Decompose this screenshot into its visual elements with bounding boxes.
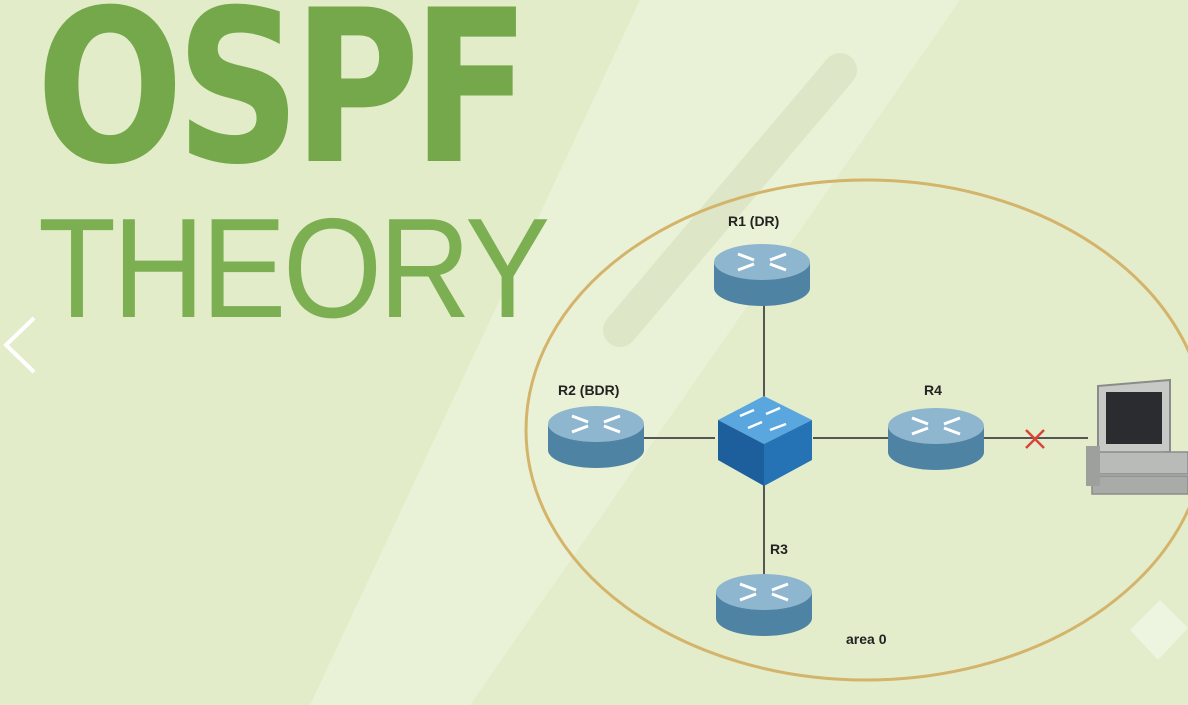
title-ospf: OSPF [36,0,531,211]
switch-icon[interactable] [718,396,812,486]
area-label: area 0 [846,631,887,647]
router-r1[interactable] [712,242,812,308]
computer-icon[interactable] [1086,378,1188,495]
router-r3-label: R3 [770,541,788,557]
router-r2-label: R2 (BDR) [558,382,619,398]
links [644,300,1088,580]
router-r2[interactable] [546,404,646,470]
chevron-left-icon [3,316,36,374]
title-theory: THEORY [38,189,550,348]
router-r4-label: R4 [924,382,942,398]
router-r3[interactable] [714,572,814,638]
router-r4[interactable] [886,406,986,472]
area-boundary [524,178,1188,682]
previous-button[interactable] [0,310,44,380]
router-r1-label: R1 (DR) [728,213,779,229]
x-mark-icon [1025,429,1045,449]
